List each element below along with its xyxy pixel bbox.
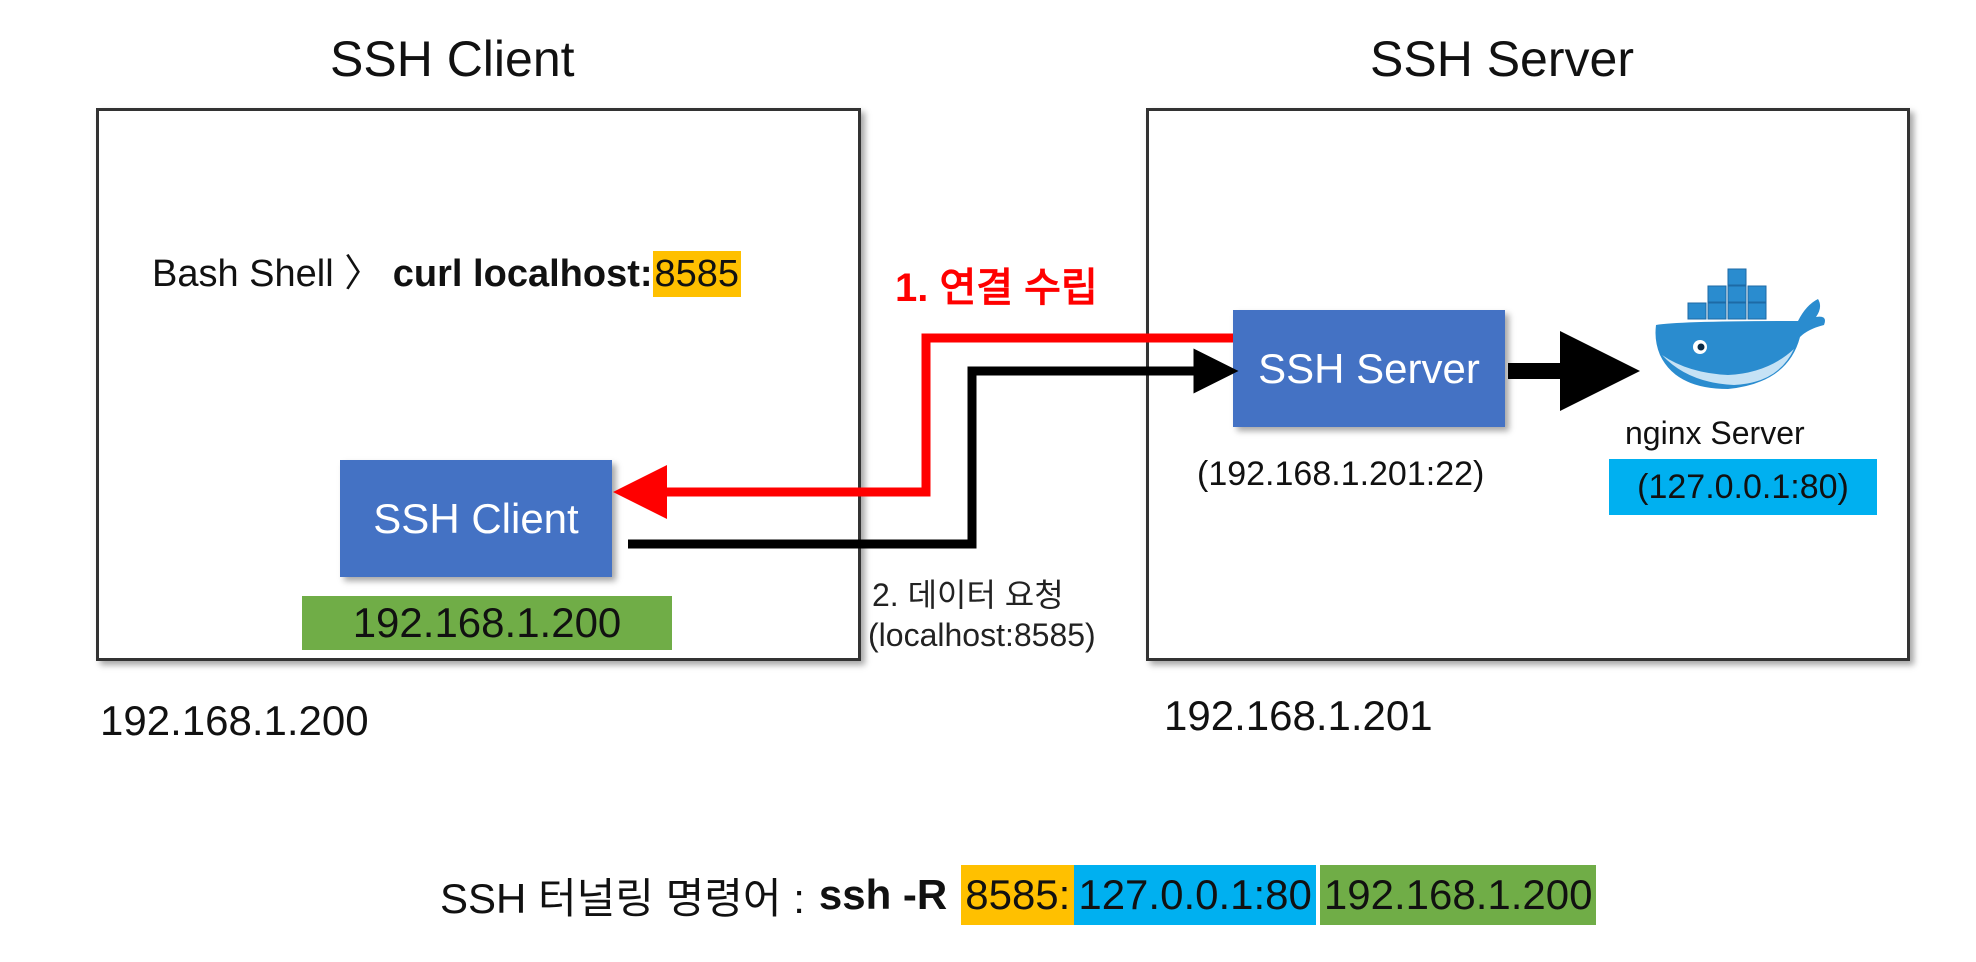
ssh-server-address: (192.168.1.201:22) [1197,455,1485,493]
data-request-arrow [628,348,1239,549]
server-host-ip: 192.168.1.201 [1164,692,1433,739]
tunnel-target: 127.0.0.1:80 [1074,865,1316,925]
docker-whale-icon [1648,255,1828,395]
ssh-client-node: SSH Client [340,460,612,577]
tunnel-label: SSH 터널링 명령어 : [440,874,805,922]
command-bold: curl localhost: [392,253,653,295]
ssh-client-label: SSH Client [373,494,579,542]
command-port: 8585 [652,251,742,297]
tunnel-ssh-command: ssh -R [818,871,948,918]
ssh-server-node: SSH Server [1233,310,1505,427]
client-command: Bash Shell 〉 curl localhost:8585 [152,242,742,297]
server-title: SSH Server [1370,31,1634,87]
tunnel-command: SSH 터널링 명령어 : ssh -R 8585: 127.0.0.1:80 … [440,865,1597,925]
ssh-server-label: SSH Server [1258,344,1480,392]
server-frame [1146,108,1910,661]
nginx-address-text: (127.0.0.1:80) [1637,467,1849,506]
step2-label-line1: 2. 데이터 요청 [872,577,1064,613]
step2-label-line2: (localhost:8585) [868,617,1096,653]
client-host-ip: 192.168.1.200 [100,697,369,744]
nginx-label: nginx Server [1625,415,1805,451]
connect-arrow [613,333,1233,519]
command-prefix: Bash Shell 〉 [152,253,383,295]
nginx-address: (127.0.0.1:80) [1609,459,1877,515]
tunnel-remote-host: 192.168.1.200 [1319,865,1597,925]
step1-label: 1. 연결 수립 [895,266,1098,310]
client-ip-badge: 192.168.1.200 [302,596,672,650]
client-ip-badge-text: 192.168.1.200 [352,599,622,646]
tunnel-local-port: 8585: [961,865,1075,925]
client-title: SSH Client [330,31,575,87]
